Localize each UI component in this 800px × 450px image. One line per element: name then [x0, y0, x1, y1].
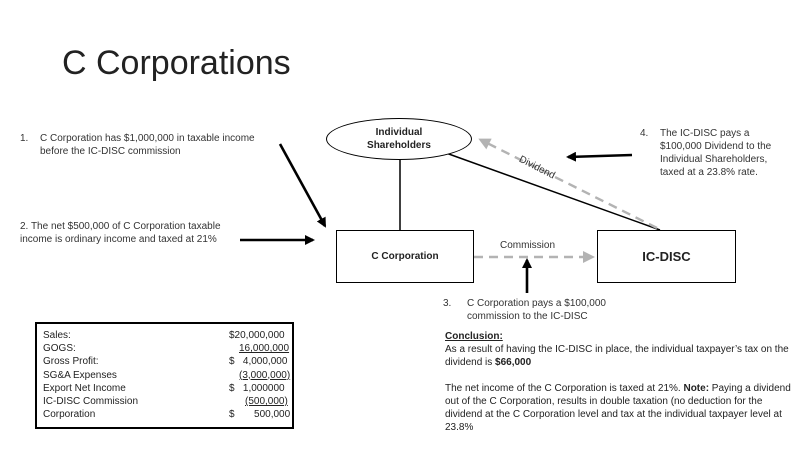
icdisc-label: IC-DISC: [642, 249, 691, 264]
note-1-number: 1.: [20, 133, 29, 144]
conclusion-block: Conclusion: As a result of having the IC…: [445, 330, 795, 434]
icdisc-node: IC-DISC: [597, 230, 736, 283]
pointer-arrow-1: [278, 143, 327, 228]
shareholders-label-line2: Shareholders: [367, 140, 431, 151]
fin-row-export-net-income: Export Net Income $ 1,000000: [43, 382, 285, 394]
pointer-arrow-4: [566, 151, 633, 162]
note-3-text: C Corporation pays a $100,000 commission…: [467, 298, 606, 322]
fin-row-sga: SG&A Expenses (3,000,000): [43, 369, 291, 381]
conclusion-paragraph-1: As a result of having the IC-DISC in pla…: [445, 344, 789, 368]
fin-row-gogs: GOGS: 16,000,000: [43, 343, 290, 355]
note-1: 1. C Corporation has $1,000,000 in taxab…: [20, 132, 280, 162]
note-4-text: The IC-DISC pays a $100,000 Dividend to …: [660, 128, 772, 178]
note-1-text: C Corporation has $1,000,000 in taxable …: [40, 133, 255, 157]
individual-shareholders-node: Individual Shareholders: [326, 118, 472, 160]
note-3: 3. C Corporation pays a $100,000 commiss…: [443, 297, 633, 327]
note-4: 4. The IC-DISC pays a $100,000 Dividend …: [640, 127, 790, 183]
slide-title: C Corporations: [62, 44, 291, 82]
shareholders-label-line1: Individual: [375, 127, 423, 138]
commission-label: Commission: [500, 240, 556, 251]
note-3-number: 3.: [443, 298, 452, 309]
conclusion-heading: Conclusion:: [445, 331, 503, 342]
fin-row-sales: Sales: $20,000,000: [43, 330, 285, 341]
fin-row-gross-profit: Gross Profit: $ 4,000,000: [43, 356, 288, 368]
c-corporation-label: C Corporation: [371, 251, 439, 262]
conclusion-paragraph-2: The net income of the C Corporation is t…: [445, 383, 791, 433]
fin-row-corporation: Corporation $ 500,000: [43, 409, 291, 421]
line-shareholders-icdisc: [445, 152, 661, 231]
fin-row-icdisc-commission: IC-DISC Commission (500,000): [43, 395, 288, 407]
dividend-arrow: [478, 138, 658, 230]
note-4-number: 4.: [640, 128, 649, 139]
financial-summary-table: Sales: $20,000,000 GOGS: 16,000,000 Gros…: [35, 322, 294, 429]
c-corporation-node: C Corporation: [336, 230, 474, 283]
note-2: 2. The net $500,000 of C Corporation tax…: [20, 221, 221, 245]
